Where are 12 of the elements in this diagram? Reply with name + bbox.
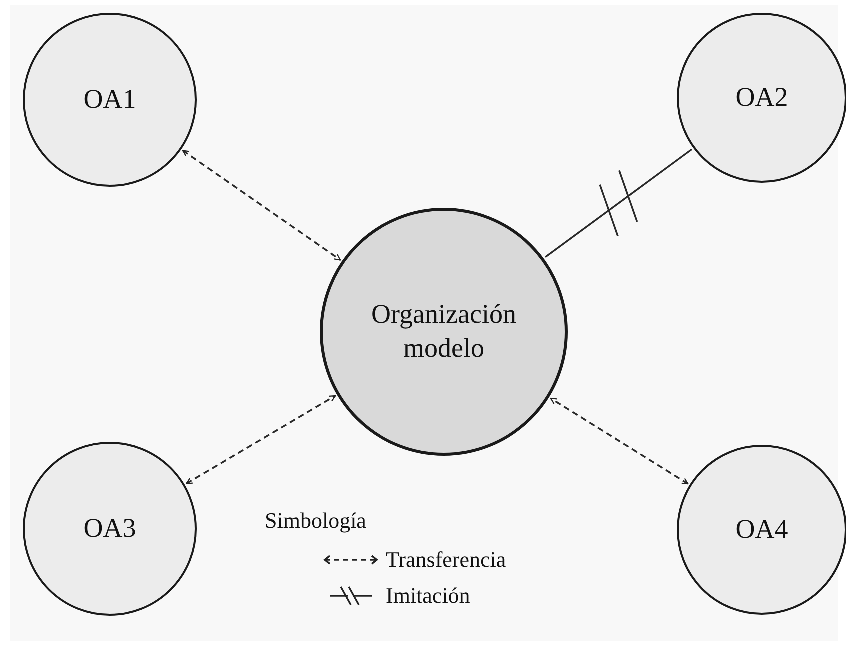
node-label: OA3 (84, 512, 136, 546)
node-label: OA2 (736, 81, 788, 114)
node-label: OA4 (736, 513, 788, 546)
legend-text: Transferencia (386, 547, 506, 573)
legend-heading: Simbología (265, 508, 366, 534)
node-label: OA1 (84, 83, 136, 116)
dashed-double-arrow (186, 395, 336, 485)
dashed-double-arrow (182, 150, 342, 261)
node-label: Organización modelo (370, 298, 518, 365)
legend-text: Imitación (386, 583, 470, 609)
imitation-connector (544, 148, 693, 258)
dashed-double-arrow (550, 398, 689, 485)
